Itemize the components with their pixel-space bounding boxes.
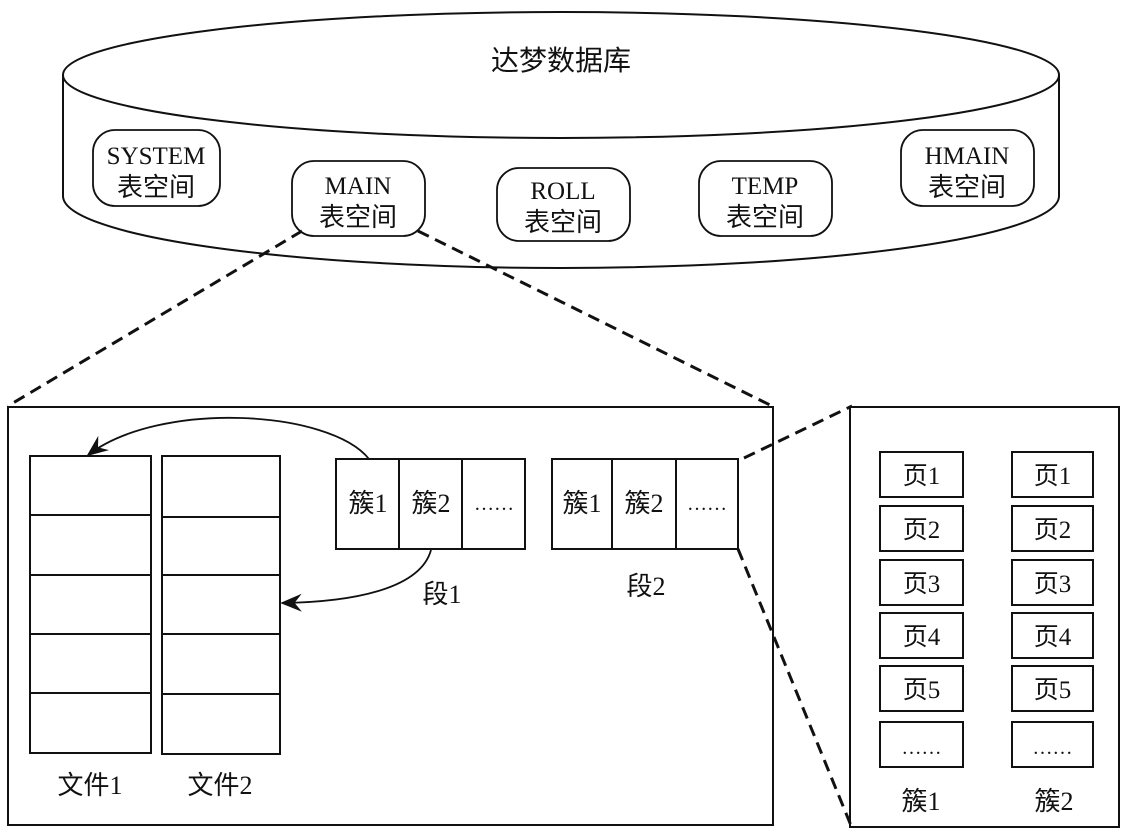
page-box[interactable]: 页5 bbox=[879, 665, 964, 712]
segment-cell: 簇1 bbox=[348, 489, 387, 518]
tablespace-suffix: 表空间 bbox=[928, 173, 1006, 202]
arrow-to-file-2 bbox=[280, 549, 432, 612]
page-label: 页1 bbox=[903, 463, 941, 490]
page-box[interactable]: 页5 bbox=[1011, 665, 1094, 712]
tablespace-name: ROLL bbox=[530, 178, 595, 205]
cluster-detail bbox=[849, 406, 1120, 828]
page-label: …… bbox=[902, 737, 942, 759]
segment-2[interactable]: 簇1 簇2 …… 段2 bbox=[551, 458, 739, 601]
page-label: 页2 bbox=[903, 517, 941, 544]
tablespace-roll[interactable]: ROLL 表空间 bbox=[496, 167, 631, 242]
zoom-line-seg2-top bbox=[743, 404, 853, 460]
page-label: 页3 bbox=[903, 571, 941, 598]
segment-cell: 簇2 bbox=[624, 489, 663, 518]
cylinder-top bbox=[62, 11, 1060, 139]
page-label: …… bbox=[1033, 737, 1073, 759]
segment-cell: …… bbox=[687, 493, 727, 515]
main-tablespace-detail bbox=[7, 406, 774, 826]
tablespace-name: MAIN bbox=[325, 173, 392, 200]
tablespace-suffix: 表空间 bbox=[319, 203, 397, 232]
zoom-line-main-right bbox=[417, 229, 773, 408]
page-box[interactable]: 页1 bbox=[879, 451, 964, 498]
file-2[interactable]: 文件2 bbox=[161, 455, 281, 800]
segment-1[interactable]: 簇1 簇2 …… 段1 bbox=[335, 458, 526, 609]
tablespace-temp[interactable]: TEMP 表空间 bbox=[698, 160, 833, 237]
file-label: 文件2 bbox=[187, 771, 252, 800]
tablespace-suffix: 表空间 bbox=[117, 173, 195, 202]
segment-cell: 簇2 bbox=[411, 489, 450, 518]
segment-cell: …… bbox=[474, 493, 514, 515]
cluster-1-pages: 页1 页2 页3 页4 页5 …… bbox=[879, 451, 964, 768]
page-label: 页4 bbox=[903, 624, 941, 651]
page-box[interactable]: 页4 bbox=[1011, 612, 1094, 659]
page-box[interactable]: 页2 bbox=[879, 505, 964, 552]
tablespace-hmain[interactable]: HMAIN 表空间 bbox=[900, 129, 1035, 207]
tablespace-name: TEMP bbox=[732, 173, 799, 200]
tablespace-name: HMAIN bbox=[925, 143, 1010, 170]
cluster-label: 簇2 bbox=[1034, 787, 1073, 816]
zoom-line-main-left bbox=[7, 229, 303, 408]
page-label: 页5 bbox=[903, 677, 941, 704]
tablespace-name: SYSTEM bbox=[107, 143, 206, 170]
page-box[interactable]: 页3 bbox=[1011, 559, 1094, 606]
segment-label: 段1 bbox=[422, 580, 461, 609]
database-title: 达梦数据库 bbox=[491, 45, 631, 77]
page-box[interactable]: 页2 bbox=[1011, 505, 1094, 552]
tablespace-suffix: 表空间 bbox=[524, 208, 602, 237]
file-1[interactable]: 文件1 bbox=[29, 455, 152, 800]
zoom-line-seg2-bottom bbox=[736, 548, 854, 829]
cluster-2-pages: 页1 页2 页3 页4 页5 …… bbox=[1011, 451, 1094, 768]
page-label: 页5 bbox=[1034, 677, 1072, 704]
tablespace-system[interactable]: SYSTEM 表空间 bbox=[92, 129, 221, 207]
segment-label: 段2 bbox=[626, 572, 665, 601]
tablespace-suffix: 表空间 bbox=[726, 203, 804, 232]
page-box[interactable]: 页1 bbox=[1011, 451, 1094, 498]
page-box[interactable]: …… bbox=[1011, 721, 1094, 768]
page-box[interactable]: 页3 bbox=[879, 559, 964, 606]
cluster-label: 簇1 bbox=[901, 787, 940, 816]
segment-cell: 簇1 bbox=[562, 489, 601, 518]
page-box[interactable]: 页4 bbox=[879, 612, 964, 659]
file-label: 文件1 bbox=[57, 771, 122, 800]
page-label: 页4 bbox=[1034, 624, 1072, 651]
arrow-to-file-1 bbox=[86, 417, 370, 460]
page-box[interactable]: …… bbox=[879, 721, 964, 768]
page-label: 页2 bbox=[1034, 517, 1072, 544]
page-label: 页1 bbox=[1034, 463, 1072, 490]
page-label: 页3 bbox=[1034, 571, 1072, 598]
tablespace-main[interactable]: MAIN 表空间 bbox=[291, 160, 426, 237]
